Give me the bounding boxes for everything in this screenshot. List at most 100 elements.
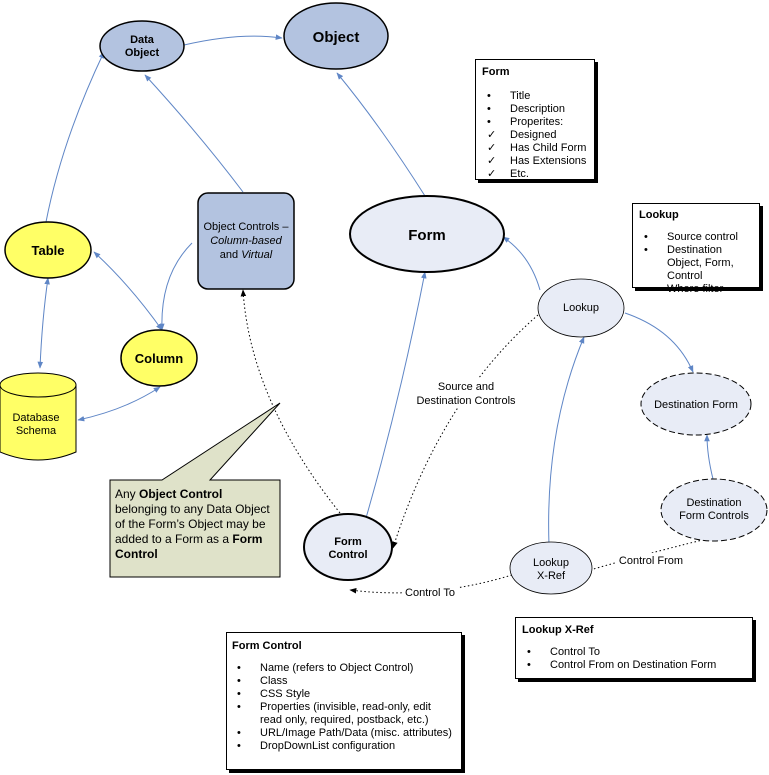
list-item: •Source control bbox=[639, 231, 759, 244]
bullet-icon: • bbox=[644, 283, 648, 295]
bullet-icon: • bbox=[527, 646, 531, 658]
node-data-object-label-2: Object bbox=[125, 47, 160, 59]
list-item: ✓ Has Extensions bbox=[482, 155, 594, 168]
node-lookup-label: Lookup bbox=[563, 302, 599, 314]
node-destination-form: Destination Form bbox=[640, 372, 752, 436]
node-object-label: Object bbox=[313, 29, 360, 46]
list-item-text: Title bbox=[510, 90, 531, 102]
lookup-xref-info-box-list: • Control To • Control From on Destination … bbox=[522, 646, 752, 672]
lookup-xref-info-box-title: Lookup X-Ref bbox=[522, 624, 594, 636]
bullet-icon: • bbox=[237, 688, 241, 700]
edge-lookup-form bbox=[502, 236, 541, 291]
edge-label-source-dest-1: Source and bbox=[438, 381, 494, 393]
list-item: • DropDownList configuration bbox=[232, 740, 455, 753]
bullet-icon: • bbox=[237, 675, 241, 687]
edge-objectcontrols-column bbox=[158, 242, 193, 331]
edge-form-object bbox=[336, 72, 426, 197]
edges bbox=[37, 34, 714, 546]
bullet-icon: ✓ bbox=[487, 168, 497, 180]
callout-text: Any Object Control belonging to any Data… bbox=[115, 487, 270, 561]
lookup-xref-info-box: Lookup X-Ref • Control To • Control From on… bbox=[515, 617, 753, 679]
edge-lookup-formcontrol bbox=[392, 314, 539, 549]
node-destination-form-controls-label-1: Destination bbox=[686, 497, 741, 509]
edge-dataobject-object bbox=[183, 34, 283, 46]
list-item-text: DropDownList configuration bbox=[260, 740, 396, 752]
list-item-text: Has Child Form bbox=[510, 142, 587, 154]
node-table-label: Table bbox=[32, 243, 65, 258]
list-item-text: Designed bbox=[510, 129, 557, 141]
node-form-control: Form Control bbox=[303, 513, 393, 581]
list-item-text: Description bbox=[510, 103, 566, 115]
node-lookup: Lookup bbox=[537, 278, 625, 338]
node-object-controls-line1: Object Controls – bbox=[203, 221, 289, 233]
node-database-schema: Database Schema bbox=[0, 372, 77, 461]
list-item: • Description bbox=[482, 103, 594, 116]
node-object-controls bbox=[197, 192, 295, 290]
list-item: ✓Has Child Form bbox=[482, 142, 594, 155]
list-item: ✓ Etc. bbox=[482, 168, 594, 181]
node-column-label: Column bbox=[135, 351, 183, 366]
list-item: • Class bbox=[232, 675, 455, 688]
node-object-controls-and: and bbox=[219, 249, 242, 261]
node-lookup-xref-label-1: Lookup bbox=[533, 557, 569, 569]
form-control-info-box-title: Form Control bbox=[232, 640, 302, 652]
list-item: • Control From on Destination Form bbox=[522, 659, 752, 672]
list-item-text: Class bbox=[260, 675, 288, 687]
list-item-text: Properties (invisible, read-only, edit r… bbox=[260, 701, 431, 726]
node-lookup-xref-label-2: X-Ref bbox=[537, 570, 566, 582]
list-item-text: CSS Style bbox=[260, 688, 311, 700]
list-item-text: Control To bbox=[550, 646, 600, 658]
lookup-info-box-list: •Source control•Destination Object, Form… bbox=[639, 231, 759, 296]
form-info-box: Form •Title•Description•Properites:✓Desi… bbox=[475, 59, 595, 180]
bullet-icon: • bbox=[237, 740, 241, 752]
list-item: •Properties (invisible, read-only, edit … bbox=[232, 701, 455, 727]
edge-xref-formcontrol bbox=[349, 574, 513, 594]
list-item-text: Source control bbox=[667, 231, 738, 243]
list-item-text: Etc. bbox=[510, 168, 529, 180]
node-lookup-xref: Lookup X-Ref bbox=[509, 541, 593, 595]
list-item-text: Has Extensions bbox=[510, 155, 587, 167]
node-table: Table bbox=[4, 221, 92, 279]
edge-db-column bbox=[77, 386, 161, 422]
edge-lookup-destform bbox=[624, 312, 694, 373]
list-item-text: URL/Image Path/Data (misc. attributes) bbox=[260, 727, 452, 739]
bullet-icon: • bbox=[527, 659, 531, 671]
callout-shape bbox=[109, 402, 281, 578]
list-item-text: Destination Object, Form, Control bbox=[667, 244, 734, 282]
edge-column-table bbox=[93, 251, 163, 331]
list-item: • Control To bbox=[522, 646, 752, 659]
list-item-text: Control From on Destination Form bbox=[550, 659, 717, 671]
node-destination-form-controls-label-2: Form Controls bbox=[679, 510, 749, 522]
node-form-label: Form bbox=[408, 227, 446, 244]
node-form: Form bbox=[349, 195, 505, 273]
bullet-icon: • bbox=[644, 244, 648, 256]
node-data-object: Data Object bbox=[99, 20, 185, 72]
list-item: •Properites: bbox=[482, 116, 594, 129]
edge-label-control-from: Control From bbox=[619, 555, 683, 567]
bullet-icon: • bbox=[237, 727, 241, 739]
node-data-object-label-1: Data bbox=[130, 34, 155, 46]
form-control-info-box-list: •Name (refers to Object Control)•Class•C… bbox=[232, 662, 461, 753]
list-item: • URL/Image Path/Data (misc. attributes) bbox=[232, 727, 455, 740]
bullet-icon: • bbox=[487, 103, 491, 115]
node-destination-form-controls: Destination Form Controls bbox=[660, 478, 768, 542]
list-item-text: Where filter bbox=[667, 283, 724, 295]
bullet-icon: ✓ bbox=[487, 155, 497, 167]
node-database-schema-label-1: Database bbox=[12, 412, 59, 424]
list-item: • Destination Object, Form, Control bbox=[639, 244, 759, 283]
edge-formcontrol-form bbox=[365, 271, 427, 519]
node-form-control-label-1: Form bbox=[334, 536, 362, 548]
list-item: •Title bbox=[482, 90, 594, 103]
list-item: • CSS Style bbox=[232, 688, 455, 701]
node-object-controls-text: Object Controls – Column-based and Virtu… bbox=[198, 220, 294, 262]
edge-label-bg bbox=[414, 378, 520, 408]
edge-table-db bbox=[37, 277, 50, 369]
node-object: Object bbox=[283, 2, 389, 70]
edge-formcontrol-objectcontrols bbox=[240, 289, 341, 514]
node-column: Column bbox=[120, 329, 198, 387]
list-item: • Where filter bbox=[639, 283, 759, 296]
edge-label-control-to: Control To bbox=[405, 587, 455, 599]
bullet-icon: ✓ bbox=[487, 129, 497, 141]
list-item: •Name (refers to Object Control) bbox=[232, 662, 455, 675]
